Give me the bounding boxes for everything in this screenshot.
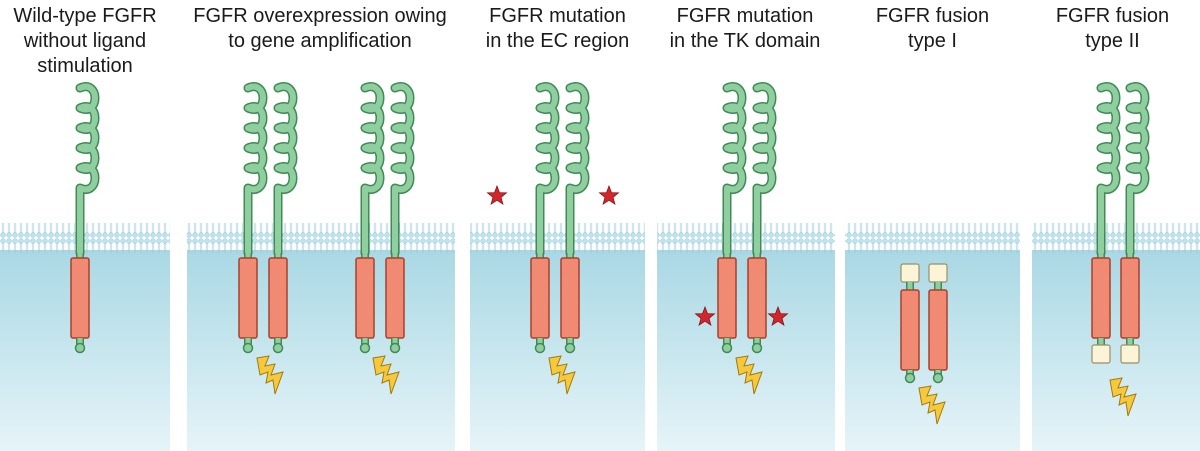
mutation-star-icon bbox=[694, 305, 716, 327]
kinase-domain bbox=[385, 257, 405, 339]
fusion-partner-box bbox=[1091, 344, 1111, 364]
panel-title-overexpression: FGFR overexpression owing to gene amplif… bbox=[193, 5, 447, 52]
kinase-domain bbox=[1091, 257, 1111, 339]
kinase-domain bbox=[355, 257, 375, 339]
receptor-extracellular-domain bbox=[75, 82, 100, 258]
signal-lightning-icon bbox=[256, 355, 284, 395]
fusion-partner-box bbox=[1120, 344, 1140, 364]
c-terminal-cap bbox=[932, 372, 944, 384]
c-terminal-cap bbox=[389, 342, 401, 354]
ecd-fill bbox=[754, 83, 775, 256]
signal-lightning-icon bbox=[372, 355, 400, 395]
kinase-domain bbox=[238, 257, 258, 339]
signal-lightning-icon bbox=[1109, 377, 1137, 417]
mutation-star-icon bbox=[598, 184, 620, 206]
kinase-domain bbox=[1120, 257, 1140, 339]
kinase-domain bbox=[530, 257, 550, 339]
cytoplasm-panel-2 bbox=[187, 250, 455, 451]
ecd-fill bbox=[245, 83, 266, 256]
c-terminal-cap bbox=[721, 342, 733, 354]
kinase-domain bbox=[928, 289, 948, 371]
c-terminal-cap bbox=[242, 342, 254, 354]
receptor-extracellular-domain bbox=[243, 82, 268, 258]
receptor-extracellular-domain bbox=[752, 82, 777, 258]
panel-title-fusion-type-2: FGFR fusion type II bbox=[1055, 5, 1170, 52]
cytoplasm-panel-3 bbox=[470, 250, 645, 451]
receptor-extracellular-domain bbox=[1096, 82, 1121, 258]
membrane-bilayer-1 bbox=[0, 219, 170, 253]
fusion-partner-box bbox=[928, 263, 948, 283]
ecd-fill bbox=[1098, 83, 1119, 256]
ecd-fill bbox=[537, 83, 558, 256]
ecd-fill bbox=[275, 83, 296, 256]
ecd-fill bbox=[77, 83, 98, 256]
panel-title-fusion-type-1: FGFR fusion type I bbox=[875, 5, 990, 52]
c-terminal-cap bbox=[904, 372, 916, 384]
receptor-extracellular-domain bbox=[360, 82, 385, 258]
kinase-domain bbox=[70, 257, 90, 339]
c-terminal-cap bbox=[272, 342, 284, 354]
cytoplasm-panel-4 bbox=[657, 250, 835, 451]
signal-lightning-icon bbox=[735, 355, 763, 395]
c-terminal-cap bbox=[751, 342, 763, 354]
ecd-fill bbox=[724, 83, 745, 256]
membrane-bilayer-4 bbox=[657, 219, 835, 253]
membrane-bilayer-5 bbox=[845, 219, 1020, 253]
kinase-domain bbox=[268, 257, 288, 339]
signal-lightning-icon bbox=[548, 355, 576, 395]
membrane-bilayer-3 bbox=[470, 219, 645, 253]
c-terminal-cap bbox=[74, 342, 86, 354]
panel-title-wild-type: Wild-type FGFR without ligand stimulatio… bbox=[13, 5, 157, 77]
receptor-extracellular-domain bbox=[390, 82, 415, 258]
mutation-star-icon bbox=[486, 184, 508, 206]
c-terminal-cap bbox=[534, 342, 546, 354]
kinase-domain bbox=[900, 289, 920, 371]
c-terminal-cap bbox=[564, 342, 576, 354]
kinase-domain bbox=[717, 257, 737, 339]
signal-lightning-icon bbox=[918, 385, 946, 425]
receptor-extracellular-domain bbox=[273, 82, 298, 258]
receptor-extracellular-domain bbox=[565, 82, 590, 258]
ecd-fill bbox=[567, 83, 588, 256]
receptor-extracellular-domain bbox=[722, 82, 747, 258]
membrane-bilayer-6 bbox=[1032, 219, 1200, 253]
panel-title-ec-mutation: FGFR mutation in the EC region bbox=[485, 5, 630, 52]
fusion-partner-box bbox=[900, 263, 920, 283]
kinase-domain bbox=[560, 257, 580, 339]
c-terminal-cap bbox=[359, 342, 371, 354]
receptor-extracellular-domain bbox=[1125, 82, 1150, 258]
cytoplasm-panel-6 bbox=[1032, 250, 1200, 451]
membrane-bilayer-2 bbox=[187, 219, 455, 253]
mutation-star-icon bbox=[767, 305, 789, 327]
ecd-fill bbox=[1127, 83, 1148, 256]
kinase-domain bbox=[747, 257, 767, 339]
ecd-fill bbox=[362, 83, 383, 256]
receptor-extracellular-domain bbox=[535, 82, 560, 258]
panel-title-tk-mutation: FGFR mutation in the TK domain bbox=[669, 5, 821, 52]
ecd-fill bbox=[392, 83, 413, 256]
